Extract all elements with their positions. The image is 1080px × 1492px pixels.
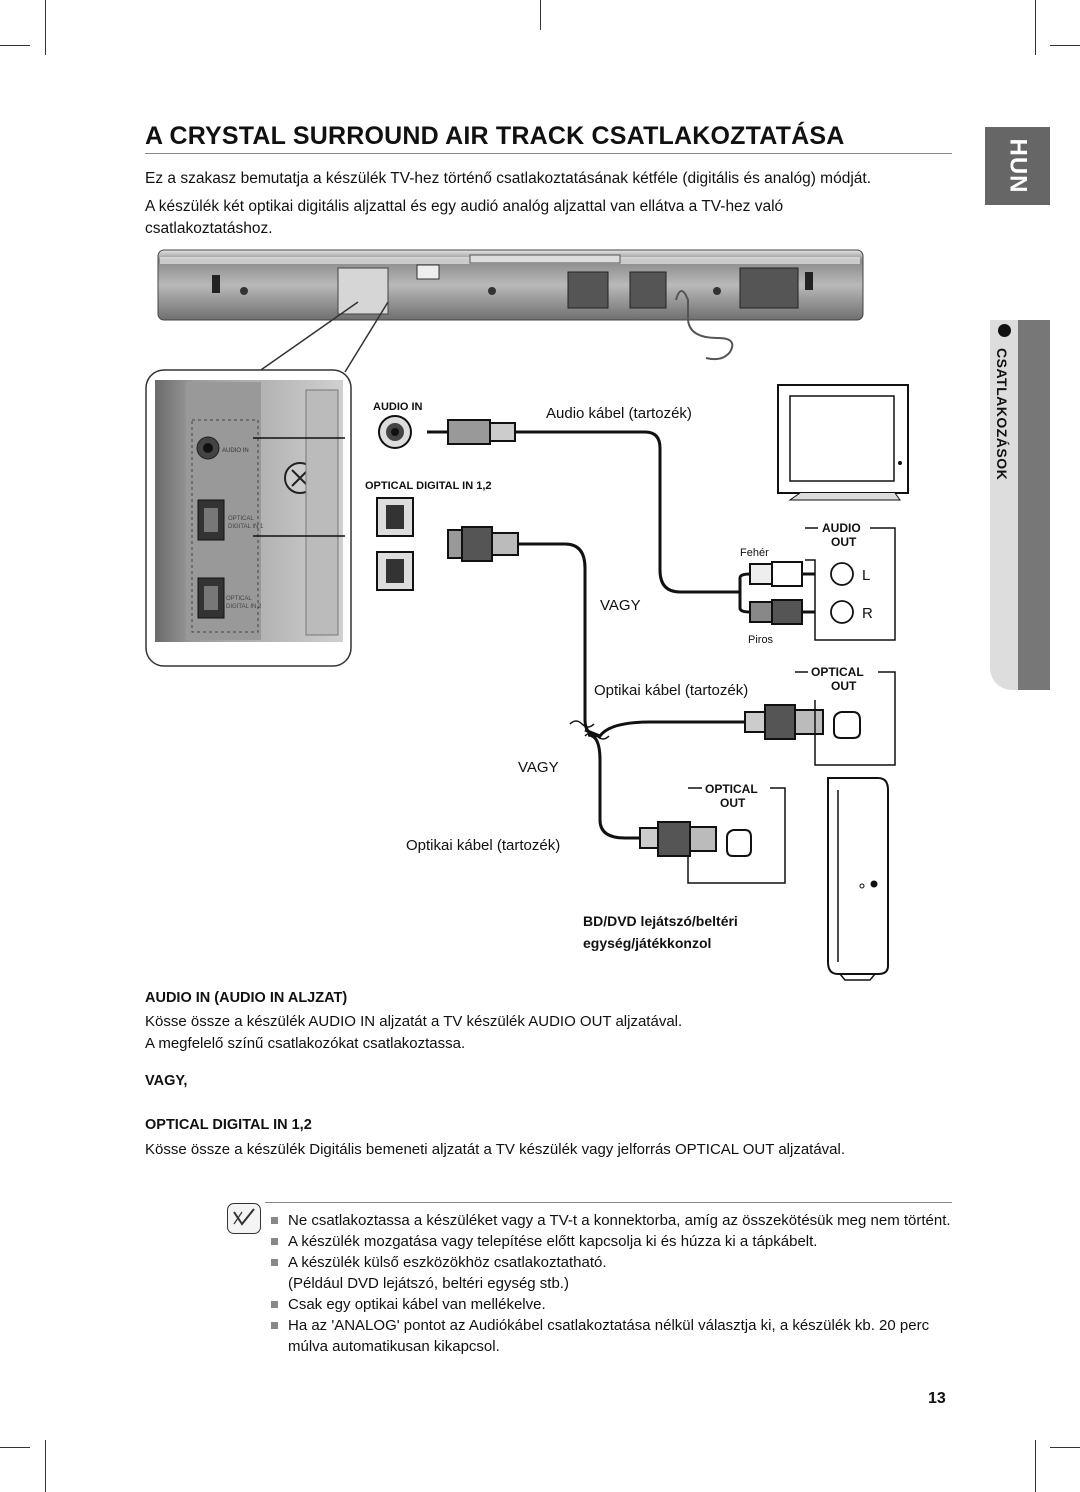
bd-player-illustration bbox=[827, 777, 889, 981]
notes-list: Ne csatlakoztassa a készüléket vagy a TV… bbox=[270, 1210, 960, 1357]
red-label: Piros bbox=[748, 634, 774, 646]
optical-out-tv-label: OUT bbox=[831, 679, 857, 693]
optical-out-tv-label: OPTICAL bbox=[811, 665, 864, 679]
language-tab: HUN bbox=[985, 127, 1050, 205]
crop-mark bbox=[0, 1447, 30, 1448]
audio-cable-plug bbox=[427, 419, 516, 445]
section-tab: CSATLAKOZÁSOK bbox=[990, 320, 1050, 690]
bd-device-label: egység/játékkonzol bbox=[583, 935, 711, 951]
or-label: VAGY bbox=[518, 759, 559, 776]
optical-plug-bd bbox=[639, 821, 717, 857]
note-item: (Például DVD lejátszó, beltéri egység st… bbox=[288, 1275, 569, 1292]
note-item: A készülék mozgatása vagy telepítése elő… bbox=[270, 1231, 960, 1252]
crop-mark bbox=[45, 1440, 46, 1492]
optical-heading: OPTICAL DIGITAL IN 1,2 bbox=[145, 1117, 312, 1133]
audio-in-heading: AUDIO IN (AUDIO IN ALJZAT) bbox=[145, 990, 348, 1006]
crop-mark bbox=[1035, 1440, 1036, 1492]
or-heading: VAGY, bbox=[145, 1073, 188, 1089]
or-label: VAGY bbox=[600, 597, 641, 614]
note-item: Ne csatlakoztassa a készüléket vagy a TV… bbox=[270, 1210, 960, 1231]
rca-plug-white bbox=[749, 561, 815, 587]
optical-out-bd-label: OUT bbox=[720, 796, 746, 810]
bd-device-label: BD/DVD lejátszó/beltéri bbox=[583, 913, 738, 929]
panel-optical-1-label: DIGITAL IN 1 bbox=[228, 524, 264, 530]
audio-out-label: OUT bbox=[831, 535, 857, 549]
optical-plug-tv bbox=[744, 704, 824, 740]
jack-l-label: L bbox=[862, 567, 870, 584]
section-tab-label: CSATLAKOZÁSOK bbox=[994, 348, 1010, 481]
optical-cable-label: Optikai kábel (tartozék) bbox=[406, 837, 560, 854]
optical-plug-input bbox=[447, 526, 519, 562]
panel-optical-2-label: DIGITAL IN 2 bbox=[226, 604, 262, 610]
tv-illustration bbox=[777, 384, 909, 501]
optical-in-label: OPTICAL DIGITAL IN 1,2 bbox=[365, 480, 492, 492]
title-divider bbox=[145, 153, 952, 154]
panel-audio-in-label: AUDIO IN bbox=[222, 448, 249, 454]
optical-cable-label: Optikai kábel (tartozék) bbox=[594, 682, 748, 699]
zoomed-connector-panel: AUDIO IN OPTICAL DIGITAL IN 1 OPTICAL DI… bbox=[145, 369, 352, 667]
notes-divider bbox=[265, 1202, 952, 1203]
note-icon bbox=[227, 1203, 261, 1234]
panel-optical-2-label: OPTICAL bbox=[226, 596, 252, 602]
crop-mark bbox=[1050, 1447, 1080, 1448]
audio-cable-label: Audio kábel (tartozék) bbox=[546, 405, 692, 422]
crop-mark bbox=[1035, 0, 1036, 55]
note-item: A készülék külső eszközökhöz csatlakozta… bbox=[270, 1252, 960, 1273]
intro-paragraph-2: A készülék két optikai digitális aljzatt… bbox=[145, 198, 784, 237]
panel-optical-1-label: OPTICAL bbox=[228, 516, 254, 522]
crop-mark bbox=[0, 45, 30, 46]
crop-mark bbox=[45, 0, 46, 55]
bullet-icon bbox=[998, 324, 1011, 337]
note-item: Csak egy optikai kábel van mellékelve. bbox=[270, 1294, 960, 1315]
optical-out-bd-label: OPTICAL bbox=[705, 782, 758, 796]
rca-plug-red bbox=[749, 599, 815, 625]
crop-mark bbox=[540, 0, 541, 30]
audio-out-label: AUDIO bbox=[822, 521, 861, 535]
soundbar-illustration bbox=[157, 249, 864, 361]
audio-in-text: Kösse össze a készülék AUDIO IN aljzatát… bbox=[145, 1013, 683, 1030]
crop-mark bbox=[1050, 45, 1080, 46]
connection-diagram: AUDIO IN OPTICAL DIGITAL IN 1 OPTICAL DI… bbox=[145, 249, 909, 981]
jack-r-label: R bbox=[862, 605, 873, 622]
note-item: Ha az 'ANALOG' pontot az Audiókábel csat… bbox=[270, 1315, 960, 1357]
page-number: 13 bbox=[928, 1390, 946, 1407]
audio-in-label: AUDIO IN bbox=[373, 401, 423, 413]
intro-paragraph-1: Ez a szakasz bemutatja a készülék TV-hez… bbox=[145, 170, 872, 187]
white-label: Fehér bbox=[740, 547, 769, 559]
audio-in-text: A megfelelő színű csatlakozókat csatlako… bbox=[145, 1035, 466, 1052]
page-title: A CRYSTAL SURROUND AIR TRACK CSATLAKOZTA… bbox=[145, 122, 845, 150]
optical-text: Kösse össze a készülék Digitális bemenet… bbox=[145, 1141, 846, 1158]
